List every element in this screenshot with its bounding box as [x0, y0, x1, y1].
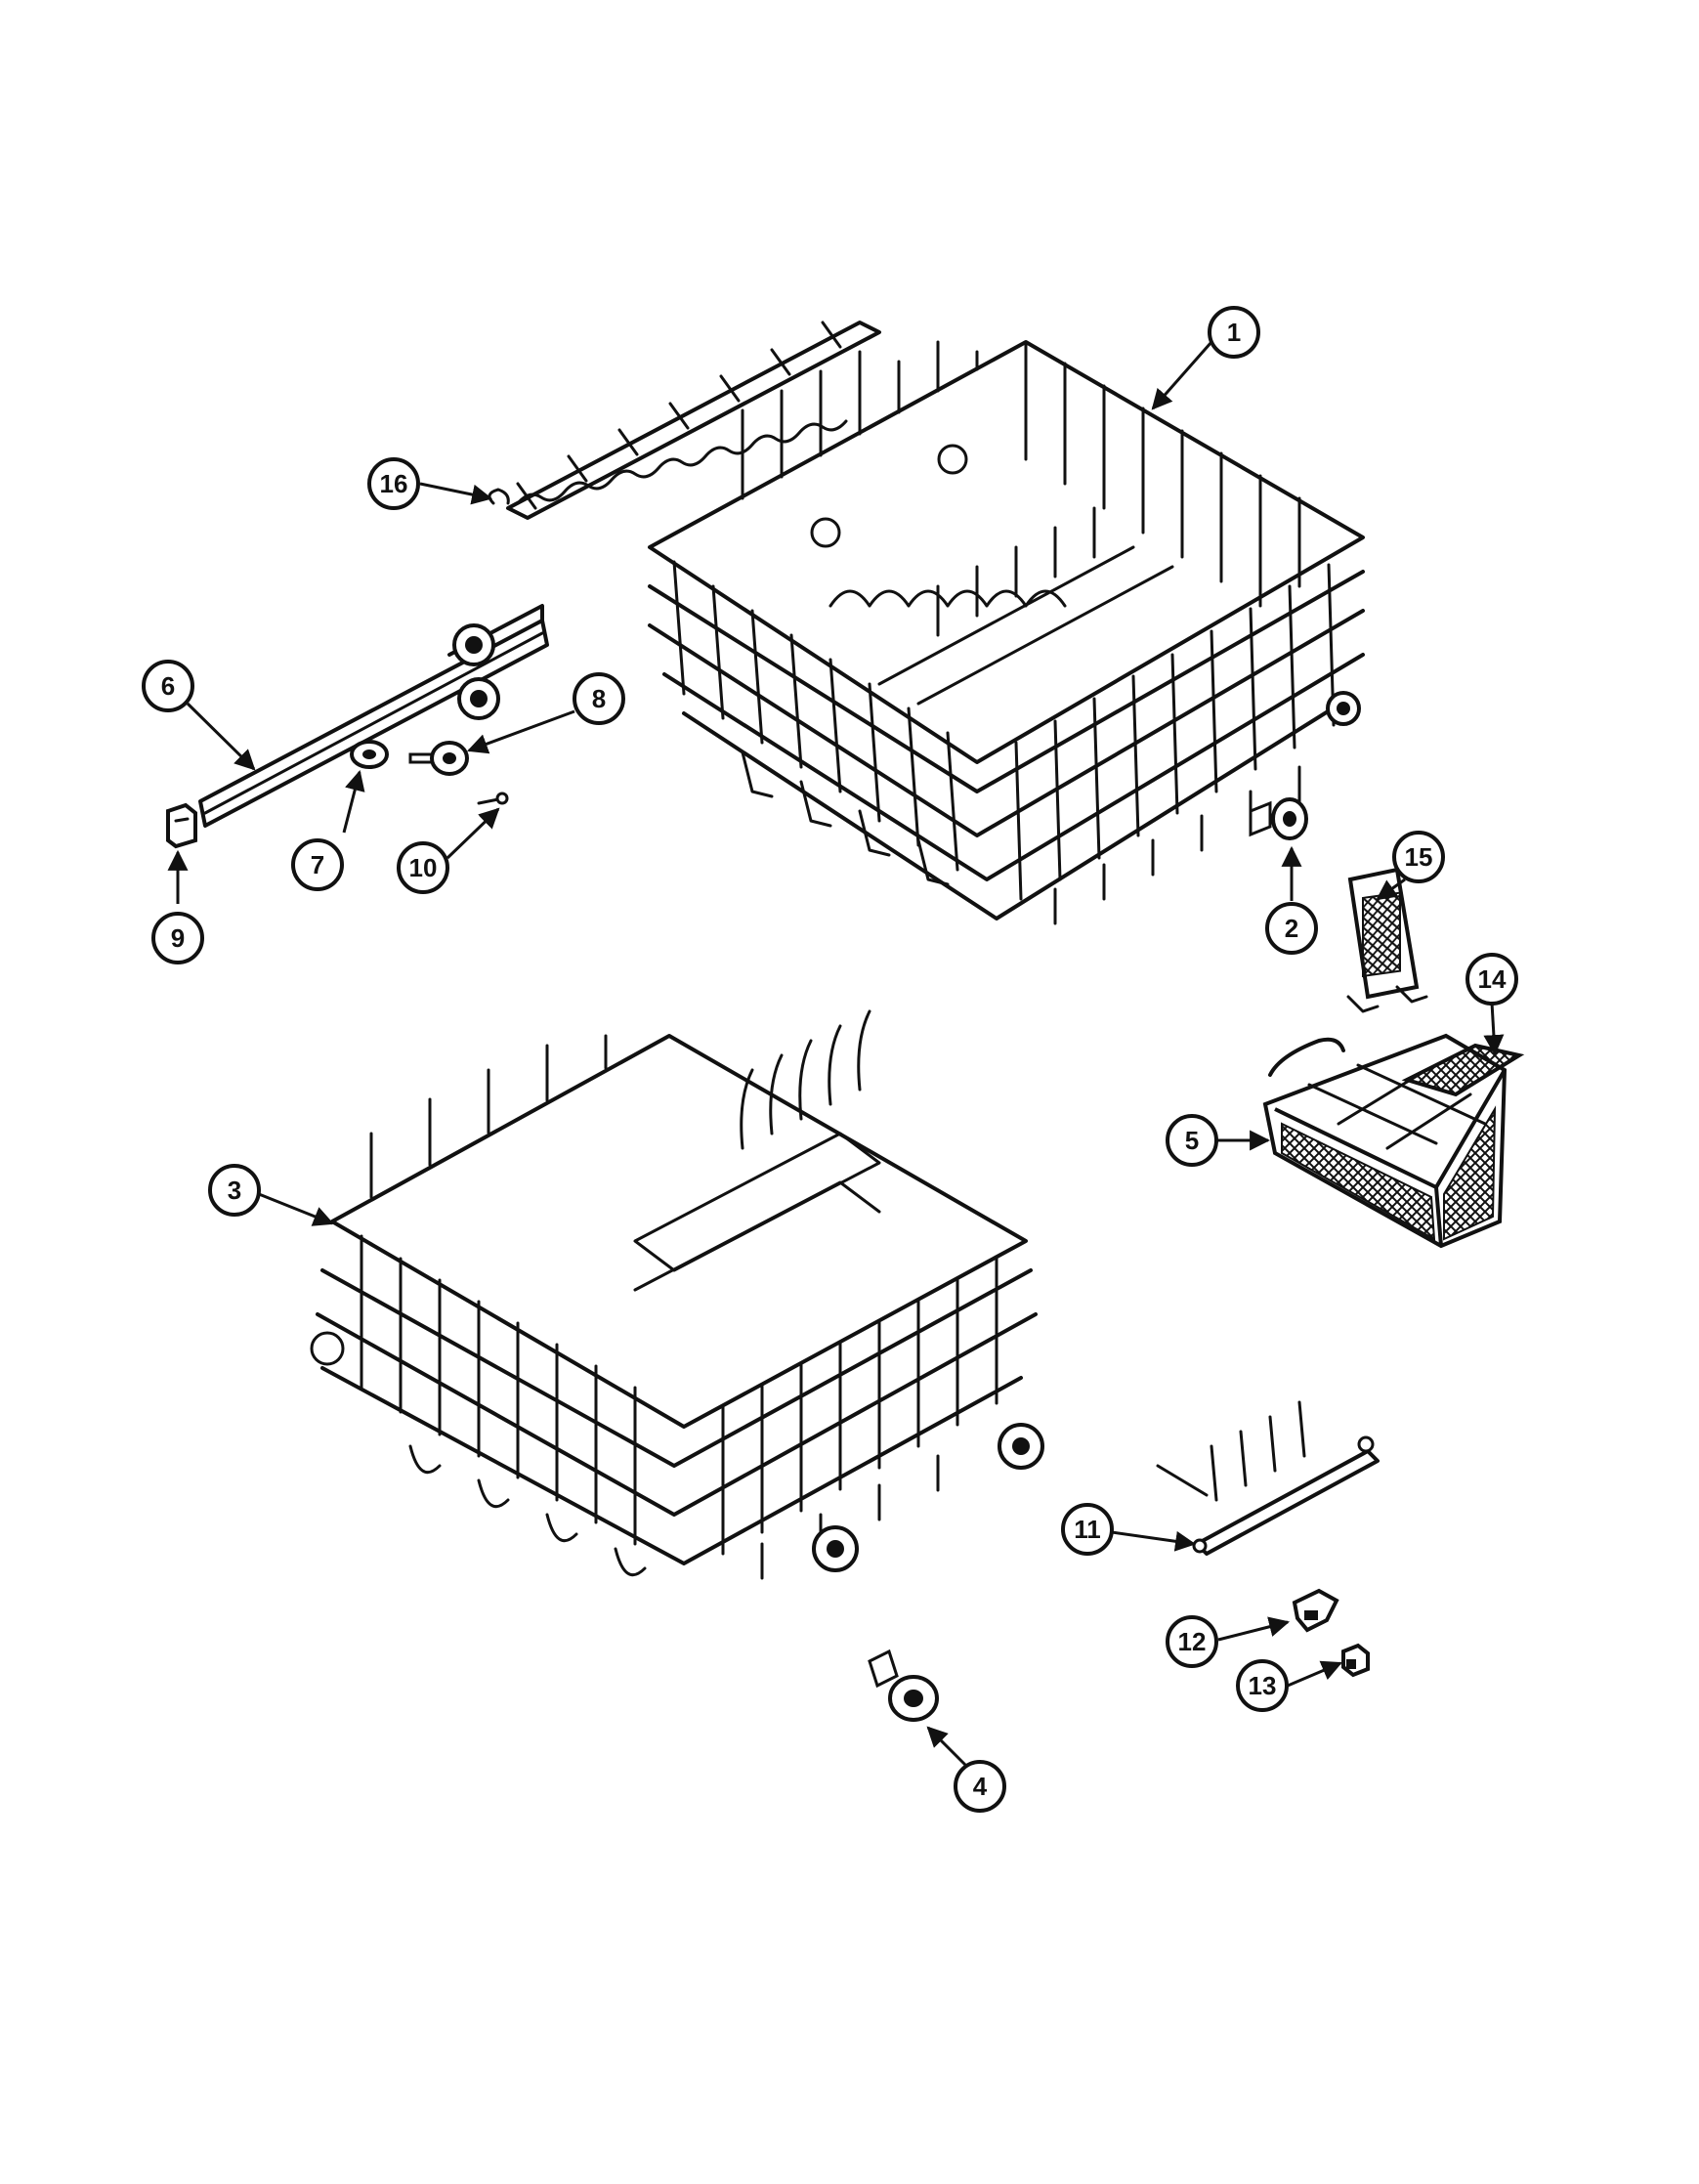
basket-lid-part [1346, 867, 1428, 1013]
basket-cover-part [1401, 1043, 1525, 1097]
end-cap-part [166, 802, 197, 849]
callout-7: 7 [291, 838, 344, 891]
callout-10-label: 10 [409, 853, 438, 882]
callout-2-label: 2 [1285, 914, 1298, 943]
callout-3: 3 [208, 1164, 261, 1217]
callout-1: 1 [1208, 306, 1260, 359]
callout-12: 12 [1166, 1615, 1218, 1668]
rack-slide-rail-part [198, 604, 549, 828]
callout-12-label: 12 [1178, 1627, 1207, 1656]
leader-lines [167, 341, 1505, 1769]
lower-tine-row-part [1156, 1400, 1380, 1556]
callout-4: 4 [954, 1760, 1006, 1813]
callout-10: 10 [397, 841, 449, 894]
clip-part [1292, 1588, 1339, 1633]
roller-part [350, 740, 389, 769]
callout-16: 16 [367, 457, 420, 510]
callout-6: 6 [142, 660, 194, 712]
lower-wheel-part [868, 1649, 939, 1722]
callout-4-label: 4 [973, 1772, 988, 1801]
callout-16-label: 16 [380, 469, 408, 498]
callout-2: 2 [1265, 902, 1318, 955]
callout-9: 9 [151, 912, 204, 964]
axle-wheel-part [408, 741, 469, 776]
callout-11: 11 [1061, 1503, 1114, 1556]
callout-1-label: 1 [1227, 318, 1241, 347]
callout-8: 8 [573, 672, 625, 725]
upper-rack-part [648, 340, 1365, 925]
callout-9-label: 9 [171, 923, 185, 953]
callout-15-label: 15 [1405, 842, 1433, 872]
callout-7-label: 7 [311, 850, 324, 879]
callout-11-label: 11 [1074, 1515, 1101, 1544]
callout-13-label: 13 [1249, 1671, 1277, 1700]
callout-8-label: 8 [592, 684, 606, 713]
callout-3-label: 3 [228, 1176, 241, 1205]
callout-5: 5 [1166, 1114, 1218, 1167]
upper-tine-row-part [488, 321, 881, 520]
lower-rack-part [310, 1009, 1044, 1580]
callout-14: 14 [1465, 953, 1518, 1006]
callout-13: 13 [1236, 1659, 1289, 1712]
callout-15: 15 [1392, 831, 1445, 883]
small-clip-part [1341, 1643, 1370, 1678]
screw-part [477, 792, 509, 805]
callout-14-label: 14 [1478, 964, 1507, 994]
callout-5-label: 5 [1185, 1126, 1199, 1155]
callout-6-label: 6 [161, 671, 175, 701]
upper-wheel-part [1249, 797, 1308, 840]
